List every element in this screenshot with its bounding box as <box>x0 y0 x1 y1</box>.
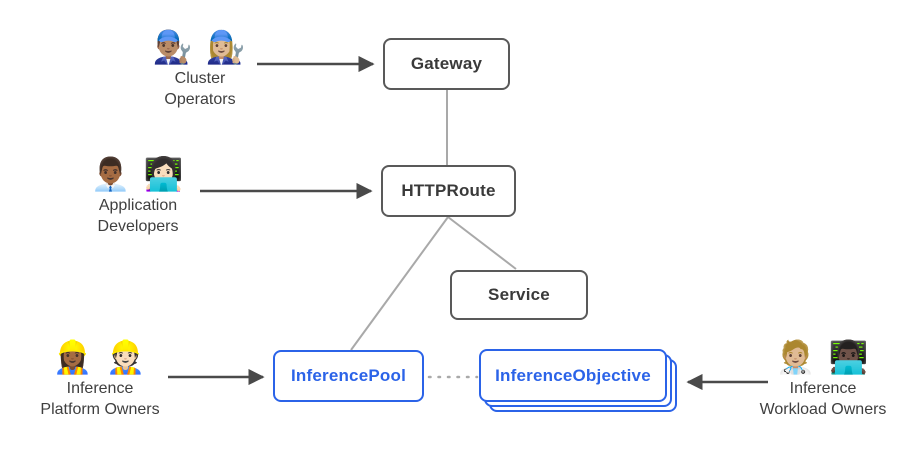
node-inferenceobjective: InferenceObjective <box>479 349 667 402</box>
actor-application-developers: 👨🏾‍💼 👩🏻‍💻 Application Developers <box>43 153 233 237</box>
node-service: Service <box>450 270 588 320</box>
node-gateway-label: Gateway <box>410 54 483 73</box>
connector-httproute-inferencepool <box>350 216 449 351</box>
cluster-operators-label-line1: Cluster <box>174 70 226 87</box>
actor-cluster-operators: 👨🏽‍🔧 👩🏼‍🔧 Cluster Operators <box>105 26 295 110</box>
connector-httproute-service <box>447 216 517 270</box>
actor-inference-workload-owners: 🧑🏼‍⚕️ 👨🏿‍💻 Inference Workload Owners <box>728 336 902 420</box>
application-developers-label-line2: Developers <box>97 218 179 235</box>
node-inferencepool-label: InferencePool <box>290 366 407 385</box>
application-developers-emoji-icon: 👨🏾‍💼 👩🏻‍💻 <box>90 156 186 192</box>
cluster-operators-emoji-icon: 👨🏽‍🔧 👩🏼‍🔧 <box>152 29 248 65</box>
node-httproute: HTTPRoute <box>381 165 516 217</box>
actor-inference-platform-owners: 👷🏾‍♀️ 👷🏻 Inference Platform Owners <box>5 336 195 420</box>
node-inferencepool: InferencePool <box>273 350 424 402</box>
inference-platform-owners-emoji-icon: 👷🏾‍♀️ 👷🏻 <box>52 339 148 375</box>
node-inferenceobjective-label: InferenceObjective <box>495 365 651 385</box>
inference-platform-owners-label-line1: Inference <box>66 380 134 397</box>
cluster-operators-label-line2: Operators <box>164 91 236 108</box>
application-developers-label-line1: Application <box>98 197 178 214</box>
inference-platform-owners-label-line2: Platform Owners <box>40 401 160 418</box>
inference-workload-owners-emoji-icon: 🧑🏼‍⚕️ 👨🏿‍💻 <box>775 339 871 375</box>
node-service-label: Service <box>488 285 550 304</box>
node-gateway: Gateway <box>383 38 510 90</box>
node-httproute-label: HTTPRoute <box>401 181 496 200</box>
inference-workload-owners-label-line1: Inference <box>789 380 857 397</box>
inference-workload-owners-label-line2: Workload Owners <box>759 401 887 418</box>
